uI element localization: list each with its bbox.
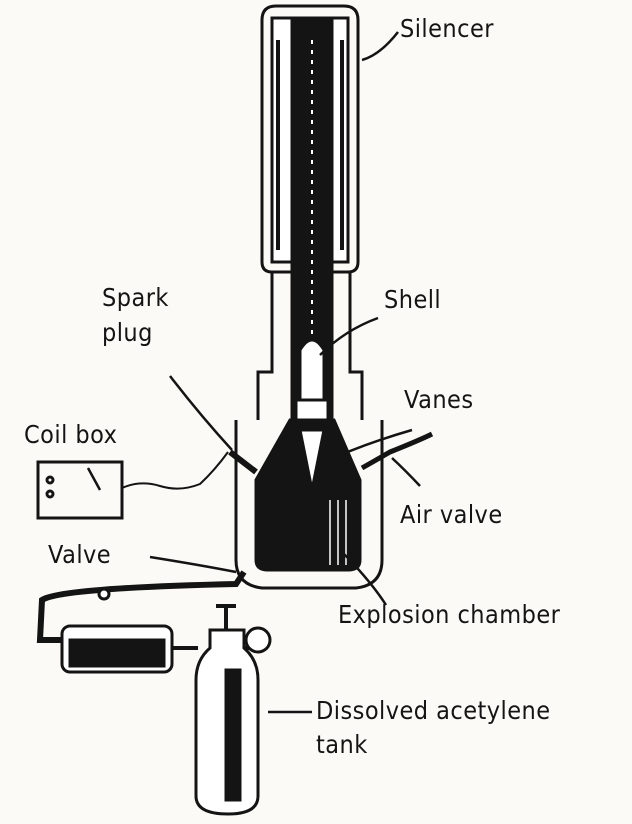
label-valve: Valve bbox=[48, 540, 112, 569]
label-silencer: Silencer bbox=[400, 14, 494, 43]
label-coil-box: Coil box bbox=[24, 420, 118, 449]
acetylene-tank bbox=[194, 628, 260, 816]
pressure-gauge bbox=[244, 626, 272, 654]
label-shell: Shell bbox=[384, 285, 442, 314]
leader-lines bbox=[86, 31, 421, 714]
air-valve-pipe bbox=[360, 431, 434, 471]
gas-pipe bbox=[36, 570, 247, 643]
label-explosion-chamber: Explosion chamber bbox=[338, 600, 561, 629]
label-vanes: Vanes bbox=[404, 385, 474, 414]
label-spark-plug-line2: plug bbox=[102, 318, 153, 347]
explosion-chamber bbox=[234, 418, 384, 590]
label-air-valve: Air valve bbox=[400, 500, 503, 529]
vanes bbox=[298, 428, 326, 491]
label-spark-plug-line1: Spark bbox=[102, 283, 169, 312]
label-tank-line1: Dissolved acetylene bbox=[316, 696, 551, 725]
spark-plug bbox=[228, 449, 258, 475]
label-tank-line2: tank bbox=[316, 730, 368, 759]
coil-box bbox=[36, 451, 229, 520]
